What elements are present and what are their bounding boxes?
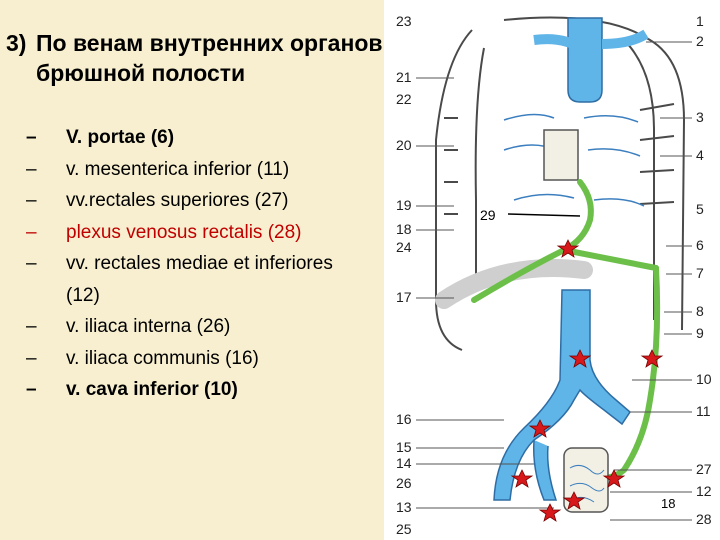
left-label: 19: [396, 197, 412, 213]
right-leader-lines: [610, 41, 692, 521]
anatomy-figure: 29 23 21 22 20 19 18 24 17 16 15 14 26 1…: [384, 0, 720, 540]
left-label: 18: [396, 221, 412, 237]
list-item-text: vv.rectales superiores (27): [66, 190, 289, 211]
list-item-text: vv. rectales mediae et inferiores: [66, 253, 333, 274]
superior-vena-cava: [567, 17, 603, 103]
left-label: 21: [396, 69, 412, 85]
left-label: 13: [396, 499, 412, 515]
right-label: 6: [696, 237, 704, 253]
label-29: 29: [480, 207, 496, 223]
list-item: – vv.rectales superiores (27): [26, 185, 406, 217]
left-label: 20: [396, 137, 412, 153]
right-label: 3: [696, 109, 704, 125]
right-label: 12: [696, 483, 712, 499]
dash: –: [26, 347, 37, 369]
right-label: 1: [696, 13, 704, 29]
title-number: 3): [6, 30, 27, 56]
list-item-text: v. mesenterica inferior (11): [66, 158, 290, 180]
list-item: – plexus venosus rectalis (28): [26, 217, 406, 249]
title-text: По венам внутренних органов брюшной поло…: [36, 30, 383, 86]
label-29-pointer: [507, 213, 581, 217]
list-item-text: v. iliaca communis (16): [66, 347, 259, 369]
star-markers: [510, 239, 664, 522]
list-item-text: plexus venosus rectalis (28): [66, 221, 302, 243]
left-labels: 23 21 22 20 19 18 24 17 16 15 14 26 13 2…: [396, 13, 412, 537]
list-item: – v. iliaca communis (16): [26, 343, 406, 375]
dash: –: [26, 253, 37, 274]
list-item: – v. iliaca interna (26): [26, 311, 406, 343]
inferior-vena-cava: [493, 289, 631, 501]
esophagus: [543, 129, 579, 181]
right-label: 28: [696, 511, 712, 527]
star-marker: [556, 239, 580, 258]
dash: –: [26, 221, 37, 243]
right-label: 5: [696, 201, 704, 217]
star-marker: [538, 503, 562, 522]
list-item-continuation: (12): [26, 280, 406, 312]
venous-diagram: 29 23 21 22 20 19 18 24 17 16 15 14 26 1…: [396, 13, 712, 537]
dash: –: [26, 379, 37, 400]
list-item-text: v. cava inferior (10): [66, 379, 238, 400]
right-label: 2: [696, 33, 704, 49]
list-item: – vv. rectales mediae et inferiores: [26, 248, 406, 280]
list-item: – v. cava inferior (10): [26, 374, 406, 406]
list-item: – v. mesenterica inferior (11): [26, 154, 406, 186]
slide-number: 18: [661, 496, 676, 511]
star-marker: [640, 349, 664, 368]
right-label: 7: [696, 265, 704, 281]
star-marker: [510, 469, 534, 488]
internal-iliac-vein: [532, 439, 558, 501]
list-item: – V. portae (6): [26, 122, 406, 154]
star-marker: [568, 349, 592, 368]
left-label: 25: [396, 521, 412, 537]
left-label: 17: [396, 289, 412, 305]
left-label: 16: [396, 411, 412, 427]
right-labels: 1 2 3 4 5 6 7 8 9 10 11 27 12 28: [696, 13, 712, 527]
dash: –: [26, 158, 37, 180]
list-item-text: V. portae (6): [66, 127, 175, 148]
right-label: 27: [696, 461, 712, 477]
left-label: 14: [396, 455, 412, 471]
minor-veins: [503, 113, 645, 207]
vein-list: – V. portae (6) – v. mesenterica inferior …: [26, 122, 406, 406]
dash: –: [26, 127, 37, 148]
star-marker: [562, 491, 586, 510]
list-item-cont-text: (12): [66, 284, 100, 306]
list-item-text: v. iliaca interna (26): [66, 316, 231, 337]
right-label: 8: [696, 303, 704, 319]
left-label: 15: [396, 439, 412, 455]
right-label: 9: [696, 325, 704, 341]
left-label: 24: [396, 239, 412, 255]
left-label: 26: [396, 475, 412, 491]
subclavian-vein: [601, 29, 649, 49]
star-marker: [602, 469, 626, 488]
left-leader-lines: [416, 77, 554, 509]
body-outline: [435, 16, 686, 351]
left-label: 22: [396, 91, 412, 107]
grey-bar: [435, 259, 593, 309]
right-label: 11: [696, 403, 711, 419]
slide-title: 3) По венам внутренних органов брюшной п…: [6, 28, 406, 88]
dash: –: [26, 316, 37, 337]
left-label: 23: [396, 13, 412, 29]
right-label: 10: [696, 371, 712, 387]
brachiocephalic-vein: [533, 34, 587, 55]
star-marker: [528, 419, 552, 438]
dash: –: [26, 190, 37, 211]
right-label: 4: [696, 147, 704, 163]
